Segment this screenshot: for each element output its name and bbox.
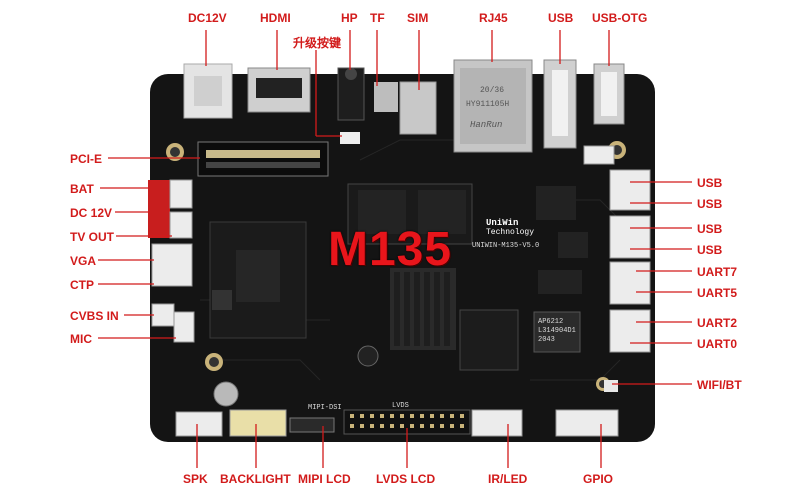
label-uart0: UART0 xyxy=(697,337,738,351)
label-usb-otg: USB-OTG xyxy=(592,11,648,25)
label-upgrade-key: 升级按键 xyxy=(293,36,342,50)
bat-connector xyxy=(148,180,170,238)
mipi-connector xyxy=(289,417,335,433)
tf-slot xyxy=(374,82,398,112)
rtc-battery xyxy=(213,381,239,407)
backlight-connector xyxy=(229,409,287,437)
label-uart7: UART7 xyxy=(697,265,738,279)
sim-slot xyxy=(399,81,437,135)
chip-marking-1: AP6212 xyxy=(538,318,564,326)
label-backlight: BACKLIGHT xyxy=(220,472,291,486)
chip-marking-2: L314904D1 xyxy=(538,327,576,335)
label-spk: SPK xyxy=(183,472,208,486)
label-wifi-bt: WIFI/BT xyxy=(697,378,742,392)
label-uart5: UART5 xyxy=(697,286,738,300)
pcie-slot xyxy=(197,141,329,177)
label-tf: TF xyxy=(370,11,385,25)
label-gpio: GPIO xyxy=(583,472,614,486)
gpio-connector xyxy=(555,409,619,437)
silk-mipi: MIPI-DSI xyxy=(308,404,342,412)
label-usb-top: USB xyxy=(548,11,574,25)
label-lvds-lcd: LVDS LCD xyxy=(376,472,436,486)
pointer-lines xyxy=(98,30,692,468)
label-uart2: UART2 xyxy=(697,316,738,330)
rj45-marking-2: HY911105H xyxy=(466,100,510,109)
label-cvbs-in: CVBS IN xyxy=(70,309,119,323)
label-usb-1: USB xyxy=(697,176,723,190)
label-usb-3: USB xyxy=(697,222,723,236)
label-hdmi: HDMI xyxy=(260,11,291,25)
label-sim: SIM xyxy=(407,11,429,25)
label-mic: MIC xyxy=(70,332,92,346)
label-tv-out: TV OUT xyxy=(70,230,114,244)
upgrade-button-part xyxy=(340,132,360,144)
rj45-marking-3: 20/36 xyxy=(480,86,505,95)
logo-line2: Technology xyxy=(486,228,535,237)
rj45-marking-1: HanRun xyxy=(470,120,503,130)
version-text: UNIWIN-M135-V5.0 xyxy=(472,242,540,250)
label-mipi-lcd: MIPI LCD xyxy=(298,472,351,486)
label-dc-12v: DC 12V xyxy=(70,206,113,220)
spk-connector xyxy=(175,411,223,437)
label-rj45: RJ45 xyxy=(479,11,508,25)
wifi-module xyxy=(533,311,581,353)
label-pcie: PCI-E xyxy=(70,152,103,166)
label-bat: BAT xyxy=(70,182,94,196)
label-hp: HP xyxy=(341,11,358,25)
label-dc12v: DC12V xyxy=(188,11,227,25)
silk-lvds: LVDS xyxy=(392,402,409,410)
label-ctp: CTP xyxy=(70,278,94,292)
label-usb-4: USB xyxy=(697,243,723,257)
chip-marking-3: 2043 xyxy=(538,336,555,344)
logo-line1: UniWin xyxy=(486,218,519,228)
model-text: M135 xyxy=(328,223,453,276)
label-vga: VGA xyxy=(70,254,97,268)
label-ir-led: IR/LED xyxy=(488,472,528,486)
label-usb-2: USB xyxy=(697,197,723,211)
ir-led-connector xyxy=(471,409,523,437)
